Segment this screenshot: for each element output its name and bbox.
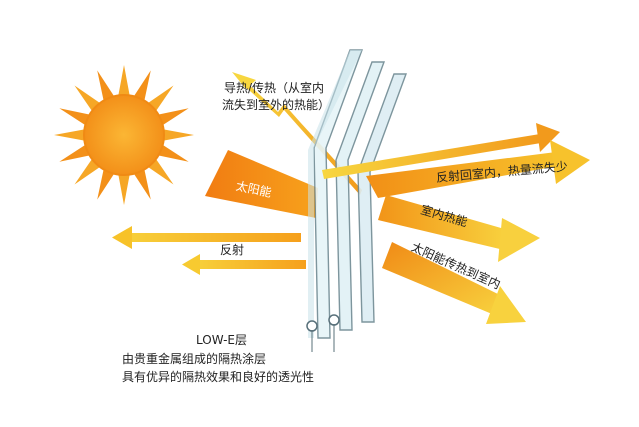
sun-ray — [161, 128, 194, 142]
sun-ray — [117, 65, 131, 98]
solar-transfer-arrow — [382, 242, 526, 324]
lowe-title: LOW-E层 — [196, 333, 247, 347]
sun-ray — [132, 70, 151, 103]
sun-ray — [74, 85, 102, 113]
sun-ray — [59, 143, 92, 162]
sun-ray — [117, 172, 131, 205]
lowe-desc-line2: 具有优异的隔热效果和良好的透光性 — [122, 369, 314, 384]
top-right-arrow — [322, 123, 560, 179]
sun-ray — [74, 157, 102, 185]
solar-energy-band — [205, 150, 318, 218]
glass-panes — [306, 49, 408, 352]
sun-ray — [146, 85, 174, 113]
sun-ray — [59, 108, 92, 127]
sun-ray — [156, 143, 189, 162]
conduction-arrow — [232, 72, 362, 195]
reflection-arrow-short — [182, 254, 306, 275]
sun-ray — [97, 167, 116, 200]
sun-ray — [156, 108, 189, 127]
sun-ray — [132, 167, 151, 200]
sun-ray — [146, 157, 174, 185]
sun-icon — [54, 65, 194, 205]
sun-ray — [54, 128, 87, 142]
conduction-label-line1: 导热/传热（从室内 — [224, 80, 324, 95]
reflection-arrow-long — [112, 226, 301, 249]
indoor-heat-arrow — [378, 195, 540, 262]
conduction-label-line2: 流失到室外的热能） — [222, 97, 330, 112]
solar-energy-label: 太阳能 — [235, 178, 273, 200]
lowe-desc-line1: 由贵重金属组成的隔热涂层 — [122, 351, 266, 366]
sun-ray — [97, 70, 116, 103]
reflect-back-arrow — [366, 140, 590, 198]
reflection-label: 反射 — [220, 242, 244, 257]
